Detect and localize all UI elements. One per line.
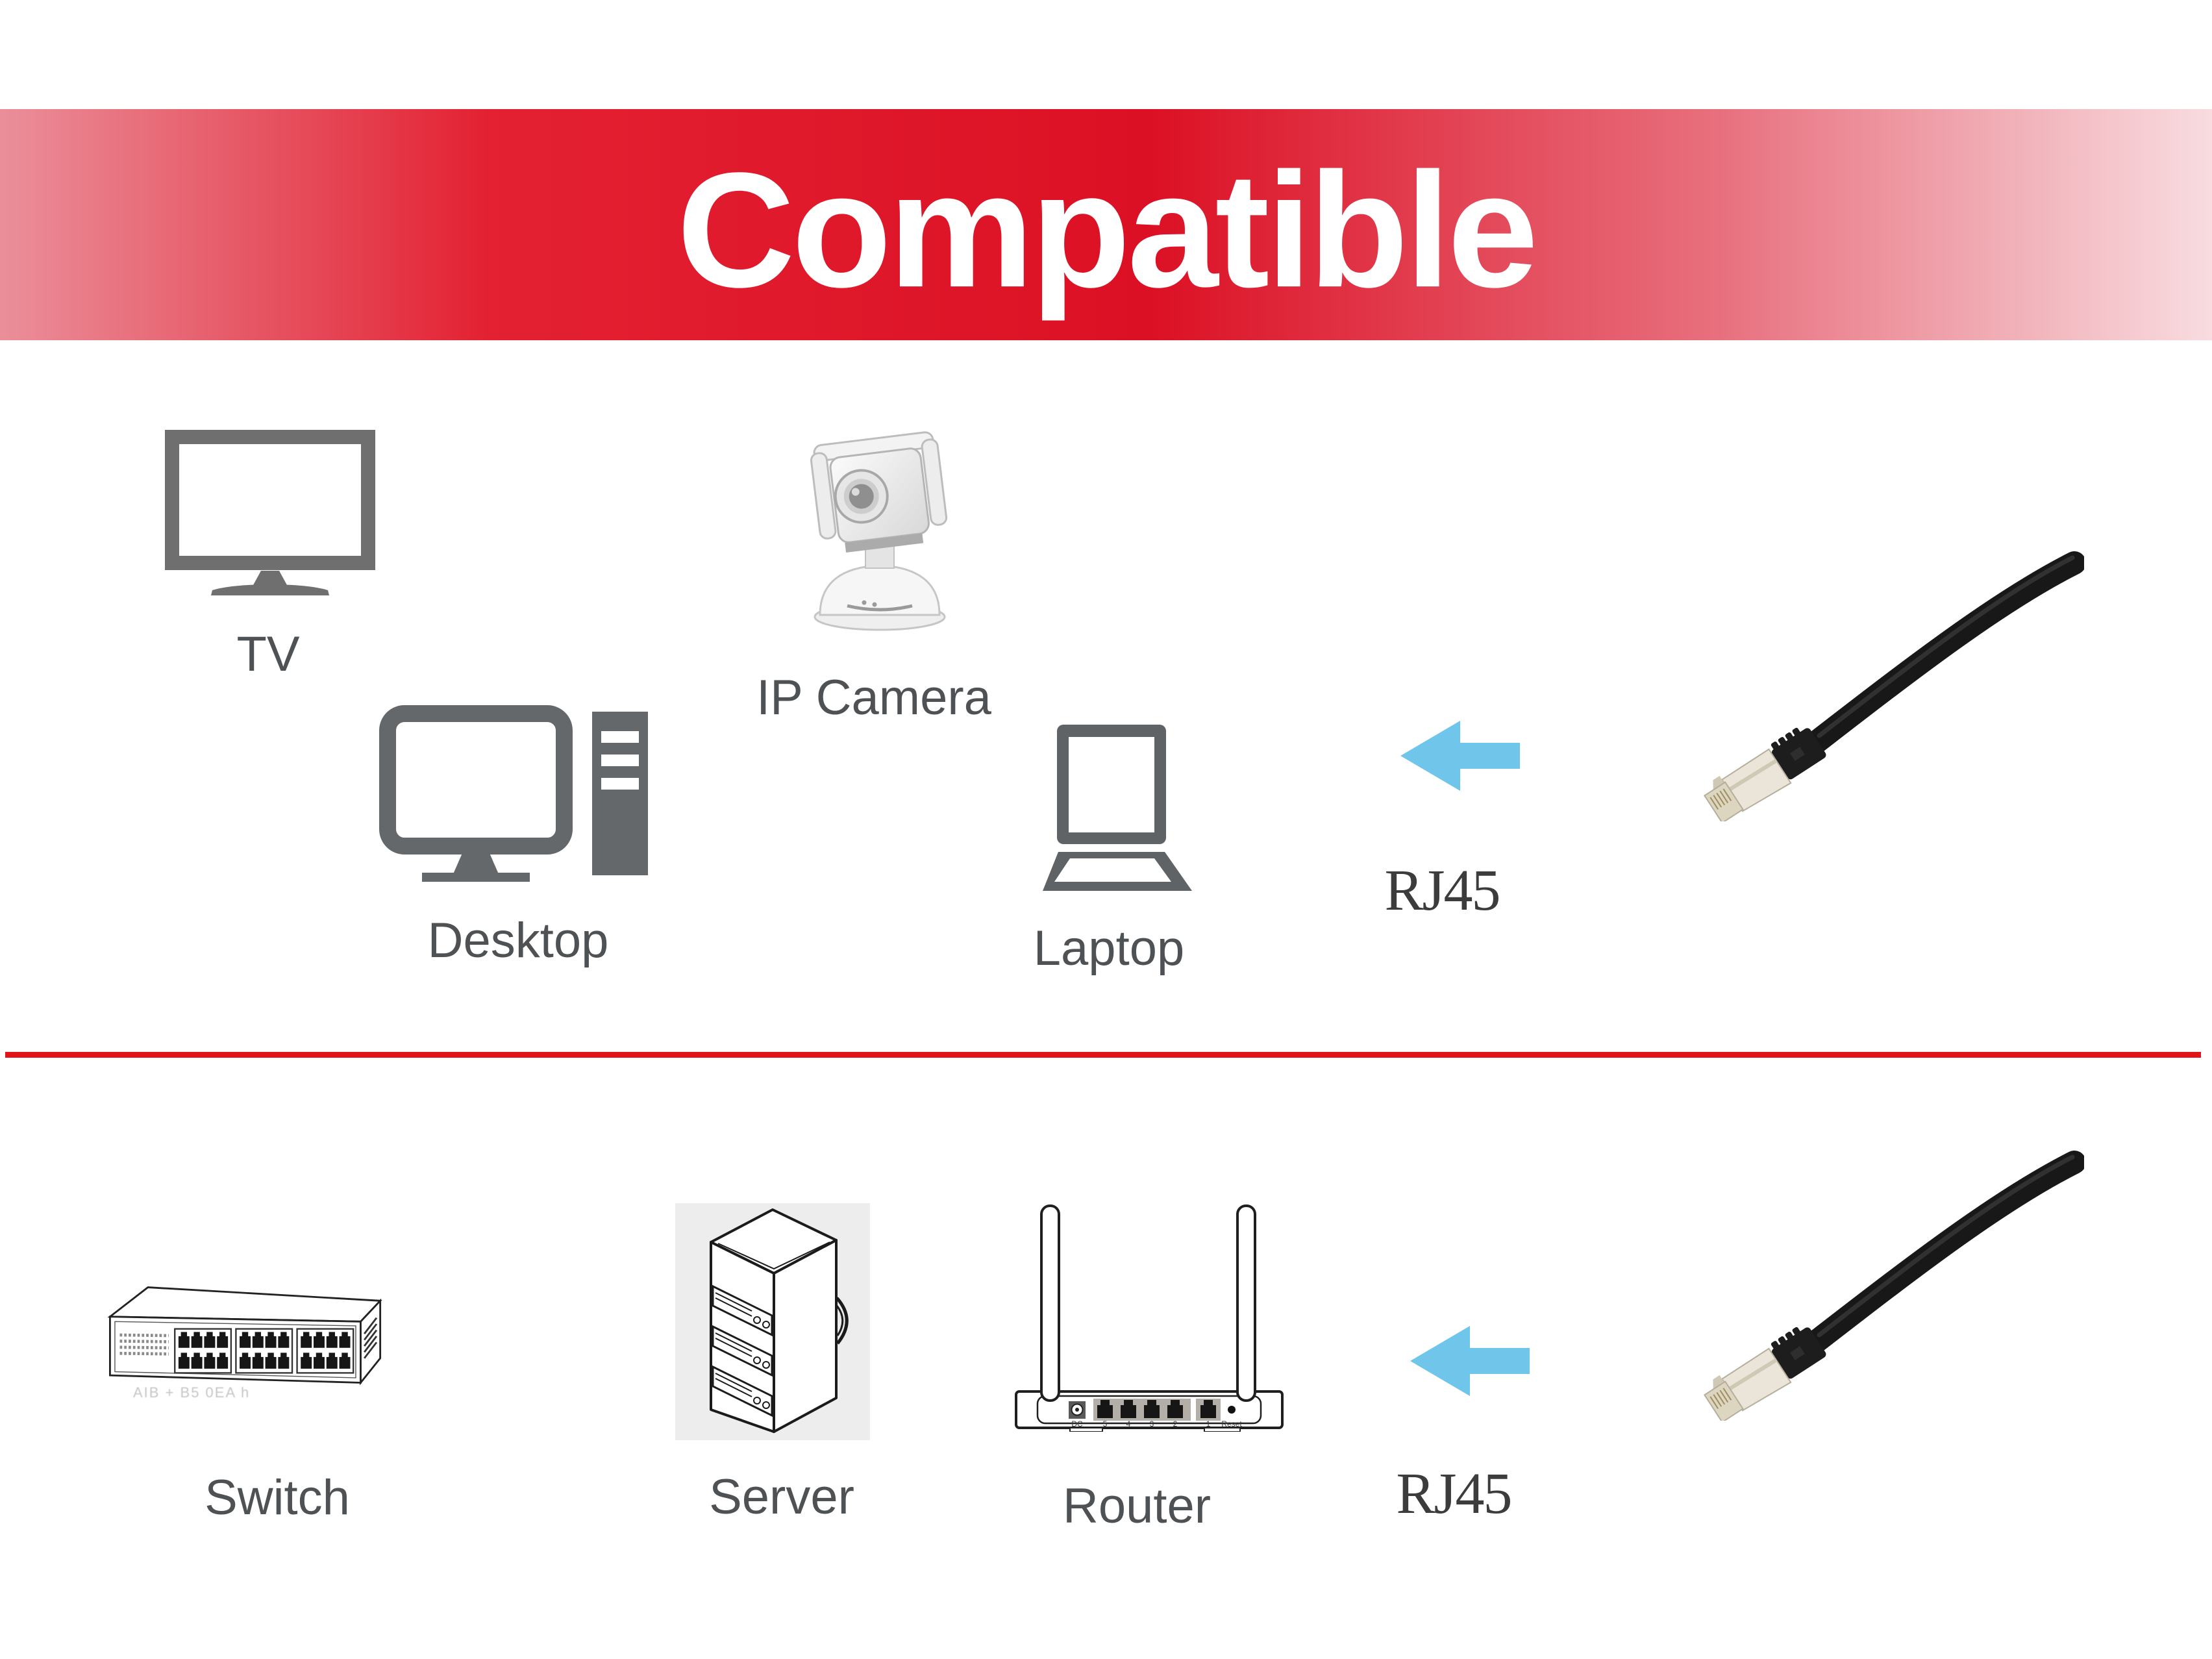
tv-label: TV [236,627,300,682]
switch-icon [107,1286,382,1386]
router-icon: DC 5 4 3 2 1 Reset [1015,1204,1284,1432]
ip-camera-label: IP Camera [756,670,991,725]
laptop-icon [1043,725,1192,891]
router-port-label-3: 3 [1150,1419,1154,1428]
rj45-connector [1704,1327,1826,1421]
server-label: Server [709,1469,854,1525]
banner-title: Compatible [677,139,1538,322]
router-port-label-reset: Reset [1221,1419,1242,1428]
section-divider [5,1052,2201,1058]
desktop-label: Desktop [427,913,609,968]
rj45-label-top: RJ45 [1384,858,1500,923]
rj45-label-bottom: RJ45 [1396,1462,1512,1526]
router-port-label-4: 4 [1126,1419,1131,1428]
router-port-label-dc: DC [1071,1419,1083,1428]
antenna-left [1040,1204,1060,1402]
laptop-label: Laptop [1033,921,1185,976]
router-port-label-1: 1 [1206,1419,1211,1428]
ethernet-cable-icon [1704,551,2084,821]
router-port-label-5: 5 [1103,1419,1108,1428]
ethernet-cable-icon [1704,1151,2084,1421]
left-arrow-icon [1400,721,1520,791]
antenna-right [1236,1204,1256,1402]
rj45-connector [1704,727,1826,821]
switch-fine-print: AIB + B5 0EA h [133,1384,251,1401]
router-port-label-2: 2 [1173,1419,1178,1428]
compatibility-banner: Compatible [0,109,2212,340]
ip-camera-icon [810,431,948,631]
tv-icon [165,430,375,595]
desktop-icon [379,705,648,882]
left-arrow-icon [1410,1326,1530,1396]
switch-label: Switch [205,1470,350,1525]
router-label: Router [1062,1478,1212,1534]
server-icon [675,1203,870,1440]
